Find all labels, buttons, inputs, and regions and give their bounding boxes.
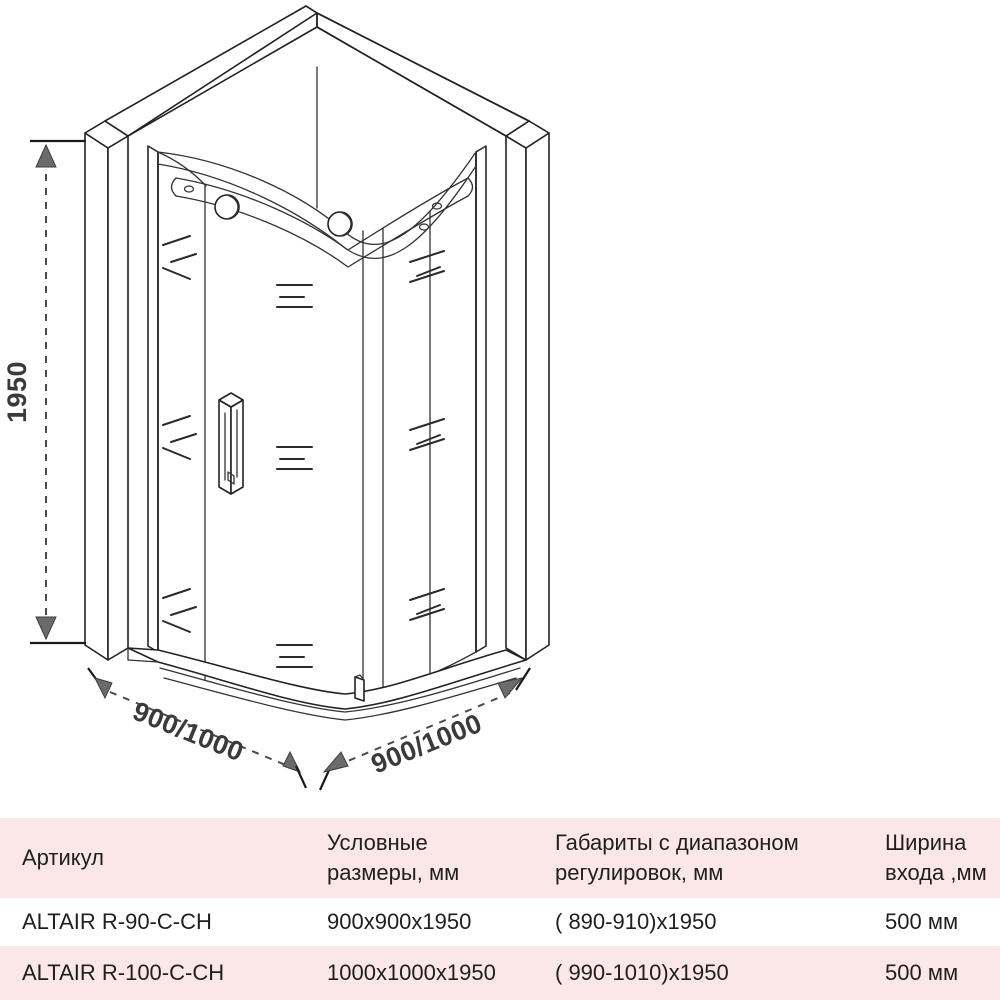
top-curved-rail	[170, 177, 474, 268]
specification-table: Артикул Условные размеры, мм Габариты с …	[0, 818, 1000, 1000]
dim-label-right: 900/1000	[367, 708, 486, 780]
column-header-nominal-line1: Условные	[327, 830, 428, 855]
glass-mark-right-lower	[409, 588, 445, 621]
cell-entry-width-text: 500 мм	[885, 960, 959, 985]
dim-label-left: 900/1000	[129, 696, 248, 768]
dimension-height-1950: 1950	[2, 139, 86, 645]
rail-screw-hole-right-2	[418, 223, 430, 231]
column-header-entry-width-line1: Ширина	[885, 830, 967, 855]
cell-entry-width: 500 мм	[863, 898, 1000, 946]
glass-mark-left-lower	[162, 588, 197, 633]
wall-panels-group	[84, 5, 550, 661]
glass-mark-center-middle	[276, 446, 313, 470]
door-handle	[218, 392, 244, 495]
cell-article-text: ALTAIR R-90-C-CH	[22, 909, 212, 934]
column-header-entry-width-line2: входа ,мм	[885, 860, 987, 885]
glass-mark-right-upper	[409, 250, 445, 283]
dim-left-line	[109, 691, 289, 767]
back-wall-corner	[104, 5, 530, 137]
left-fixed-glass-panel	[147, 145, 207, 653]
dim-left-tick-end	[294, 765, 308, 789]
column-header-article: Артикул	[0, 818, 305, 898]
right-wall-panel	[505, 120, 550, 661]
dim-right-line	[335, 692, 511, 767]
shower-enclosure-drawing: .ln { fill:none; stroke:#222222; stroke-…	[2, 5, 550, 791]
glass-mark-left-upper	[162, 235, 197, 280]
glass-mark-right-middle	[409, 418, 445, 451]
technical-drawing: .ln { fill:none; stroke:#222222; stroke-…	[2, 5, 550, 791]
cell-nominal-text: 1000x1000x1950	[327, 960, 496, 985]
cell-adjustable-text: ( 990-1010)x1950	[555, 960, 729, 985]
glass-mark-center-lower	[276, 644, 313, 668]
dim-label-height: 1950	[2, 361, 32, 423]
cell-adjustable: ( 890-910)x1950	[533, 898, 863, 946]
table-header-row: Артикул Условные размеры, мм Габариты с …	[0, 818, 1000, 898]
column-header-nominal: Условные размеры, мм	[305, 818, 533, 898]
dim-right-tick	[318, 767, 332, 791]
column-header-adjustable-line1: Габариты с диапазоном	[555, 830, 799, 855]
dim-right-tick-end	[515, 667, 531, 691]
roller-left	[214, 194, 240, 220]
left-wall-panel	[84, 120, 129, 661]
cell-entry-width-text: 500 мм	[885, 909, 959, 934]
rail-screw-hole-right	[431, 202, 443, 210]
dim-right-arrow-start	[322, 751, 349, 773]
column-header-article-line1: Артикул	[22, 845, 105, 870]
cell-entry-width: 500 мм	[863, 946, 1000, 1000]
cell-nominal-text: 900x900x1950	[327, 909, 472, 934]
cell-adjustable-text: ( 890-910)x1950	[555, 909, 717, 934]
column-header-entry-width: Ширина входа ,мм	[863, 818, 1000, 898]
roller-right	[327, 211, 353, 237]
rail-screw-hole-left	[183, 185, 195, 193]
dim-right-arrow-end	[497, 677, 524, 699]
dim-arrow-down	[35, 616, 57, 641]
table-row: ALTAIR R-100-C-CH 1000x1000x1950 ( 990-1…	[0, 946, 1000, 1000]
cell-article: ALTAIR R-90-C-CH	[0, 898, 305, 946]
cell-article-text: ALTAIR R-100-C-CH	[22, 960, 225, 985]
cell-nominal: 1000x1000x1950	[305, 946, 533, 1000]
right-fixed-glass-panel	[475, 145, 487, 653]
dim-arrow-up	[35, 143, 57, 168]
glass-mark-center-upper	[276, 284, 313, 308]
shower-tray-base	[127, 647, 527, 721]
column-header-adjustable-line2: регулировок, мм	[555, 860, 724, 885]
cell-article: ALTAIR R-100-C-CH	[0, 946, 305, 1000]
glass-reflection-marks	[162, 235, 445, 668]
dim-left-arrow-start	[94, 677, 113, 700]
cell-nominal: 900x900x1950	[305, 898, 533, 946]
glass-panels-group	[147, 145, 487, 698]
column-header-nominal-line2: размеры, мм	[327, 860, 460, 885]
column-header-adjustable: Габариты с диапазоном регулировок, мм	[533, 818, 863, 898]
glass-mark-left-middle	[162, 415, 197, 460]
table-row: ALTAIR R-90-C-CH 900x900x1950 ( 890-910)…	[0, 898, 1000, 946]
cell-adjustable: ( 990-1010)x1950	[533, 946, 863, 1000]
